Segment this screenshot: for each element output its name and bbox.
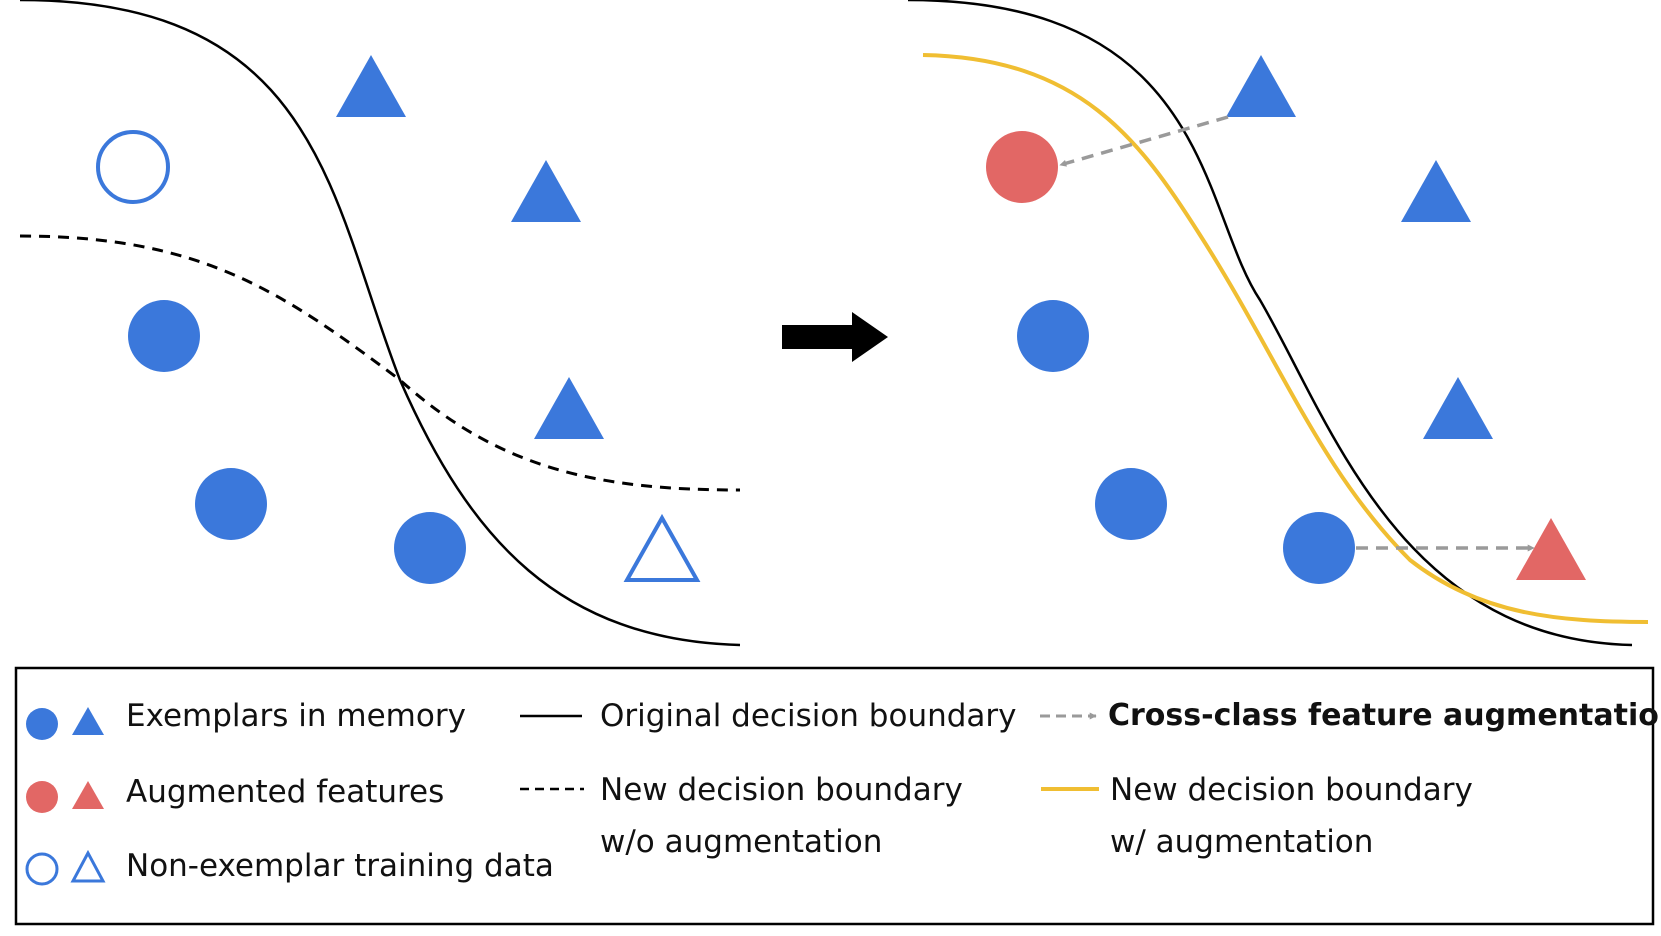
exemplar-circle: [1017, 300, 1089, 372]
legend-label-new-boundary-w-1: New decision boundary: [1110, 772, 1473, 808]
new-boundary-with-augmentation: [922, 53, 1649, 624]
legend-exemplar-triangle-icon: [72, 707, 104, 735]
transition-arrow-icon: [782, 312, 888, 362]
legend-augmented-triangle-icon: [72, 781, 104, 809]
legend: [14, 666, 1655, 926]
new-boundary-without-augmentation: [19, 234, 741, 492]
legend-exemplar-circle-icon: [26, 708, 58, 740]
exemplar-triangle: [1226, 55, 1296, 117]
exemplar-triangle: [1423, 377, 1493, 439]
right-panel: [907, 0, 1649, 647]
exemplar-triangle: [511, 160, 581, 222]
original-boundary-left: [19, 0, 741, 647]
legend-augmented-circle-icon: [26, 781, 58, 813]
legend-non-exemplar-triangle-icon: [70, 849, 106, 883]
legend-label-cross-class: Cross-class feature augmentation: [1108, 698, 1661, 733]
legend-label-new-boundary-w-2: w/ augmentation: [1110, 824, 1374, 860]
legend-non-exemplar-circle-icon: [25, 852, 59, 886]
exemplar-circle: [1283, 512, 1355, 584]
exemplar-triangle: [1401, 160, 1471, 222]
legend-label-non-exemplar: Non-exemplar training data: [126, 848, 554, 884]
non-exemplar-triangle: [623, 513, 701, 582]
exemplar-triangle: [534, 377, 604, 439]
legend-label-new-boundary-wo-1: New decision boundary: [600, 772, 963, 808]
non-exemplar-circle: [96, 130, 170, 204]
left-panel: [19, 0, 741, 647]
exemplar-circle: [195, 468, 267, 540]
augmented-circle: [986, 131, 1058, 203]
exemplar-triangle: [336, 55, 406, 117]
exemplar-circle: [128, 300, 200, 372]
legend-frame: [14, 666, 1655, 926]
legend-label-exemplars: Exemplars in memory: [126, 698, 466, 734]
legend-label-augmented: Augmented features: [126, 774, 445, 810]
augmentation-arrow-to-circle: [1059, 115, 1229, 167]
exemplar-circle: [394, 512, 466, 584]
augmented-triangle: [1516, 518, 1586, 580]
original-boundary-right: [907, 0, 1633, 647]
legend-label-original-boundary: Original decision boundary: [600, 698, 1017, 734]
legend-label-new-boundary-wo-2: w/o augmentation: [600, 824, 883, 860]
exemplar-circle: [1095, 468, 1167, 540]
